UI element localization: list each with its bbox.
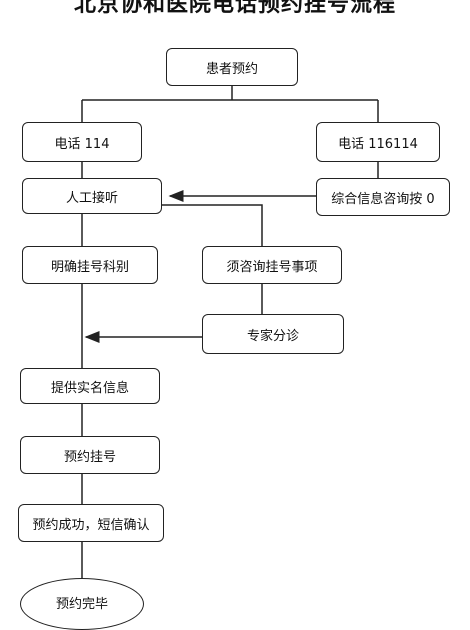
node-info-consult: 综合信息咨询按 0 bbox=[316, 178, 450, 216]
flow-connectors bbox=[81, 86, 379, 578]
node-book-register: 预约挂号 bbox=[20, 436, 160, 474]
node-booking-success: 预约成功，短信确认 bbox=[18, 504, 164, 542]
node-patient-booking: 患者预约 bbox=[166, 48, 298, 86]
node-booking-done: 预约完毕 bbox=[20, 578, 144, 630]
node-consult-items: 须咨询挂号事项 bbox=[202, 246, 342, 284]
connector-manual-consult bbox=[162, 204, 263, 246]
page-title: 北京协和医院电话预约挂号流程 bbox=[73, 0, 396, 17]
node-expert-triage: 专家分诊 bbox=[202, 314, 344, 354]
node-phone-114: 电话 114 bbox=[22, 122, 142, 162]
node-manual-answer: 人工接听 bbox=[22, 178, 162, 214]
node-specify-dept: 明确挂号科别 bbox=[22, 246, 158, 284]
node-real-name-info: 提供实名信息 bbox=[20, 368, 160, 404]
node-phone-116114: 电话 116114 bbox=[316, 122, 440, 162]
